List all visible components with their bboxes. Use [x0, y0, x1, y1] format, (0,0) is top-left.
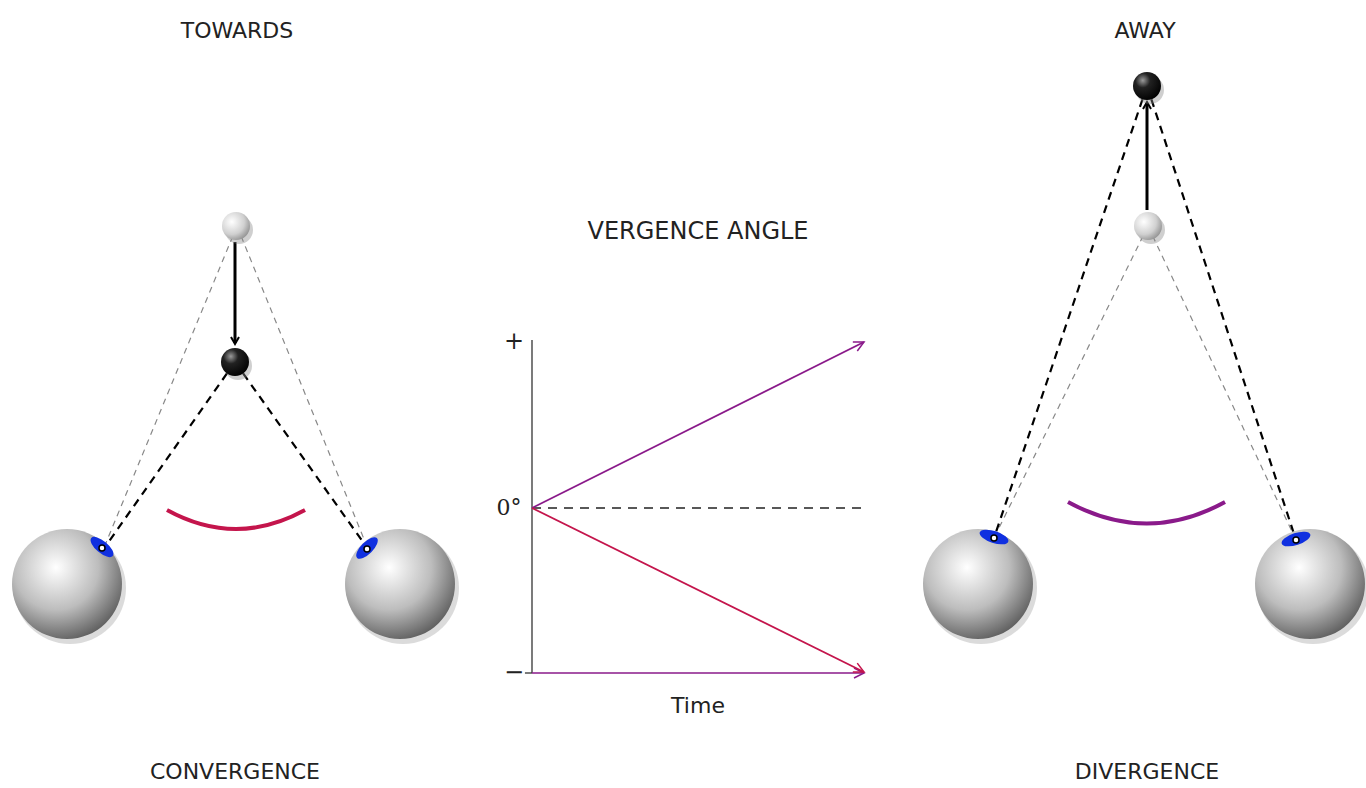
motion-arrow: [1146, 103, 1149, 210]
axis-label: Time: [671, 695, 725, 717]
vergence-graph: [505, 340, 866, 673]
y-axis: [531, 340, 532, 673]
start-target: [1134, 212, 1162, 240]
old-sightline: [1148, 226, 1296, 540]
pupil: [364, 546, 370, 552]
vergence-arc: [167, 510, 305, 529]
old-sightline: [103, 226, 237, 550]
divergence-line: [532, 342, 864, 508]
graph-title: VERGENCE ANGLE: [587, 219, 808, 243]
new-sightline: [1147, 86, 1296, 540]
direction-heading: AWAY: [1114, 20, 1175, 42]
iris: [978, 527, 1010, 548]
new-sightline: [235, 362, 368, 549]
axis-tick-label: +: [503, 329, 525, 353]
vergence-arc: [1068, 502, 1225, 524]
pupil: [99, 545, 105, 551]
new-sightline: [994, 86, 1147, 538]
eyeball: [12, 529, 122, 639]
eyeball: [345, 529, 455, 639]
zero-line: [532, 507, 866, 508]
eyeball: [1255, 529, 1365, 639]
start-target: [222, 212, 250, 240]
new-sightline: [103, 362, 235, 550]
pupil: [991, 535, 997, 541]
axis-tick-label: 0°: [496, 497, 523, 519]
old-sightline: [994, 226, 1148, 538]
iris: [87, 533, 116, 560]
convergence-line: [532, 508, 864, 672]
eyeball: [923, 529, 1033, 639]
divergence-figure: [923, 72, 1366, 644]
iris: [353, 534, 381, 562]
motion-arrow: [234, 242, 237, 343]
iris: [1280, 529, 1312, 550]
convergence-figure: [12, 212, 459, 644]
figure-caption: DIVERGENCE: [1075, 761, 1219, 783]
end-target: [1133, 72, 1161, 100]
direction-heading: TOWARDS: [181, 20, 294, 42]
pupil: [1293, 537, 1299, 543]
x-axis: [532, 672, 864, 673]
old-sightline: [237, 226, 368, 549]
figure-caption: CONVERGENCE: [150, 761, 320, 783]
axis-tick-label: −: [503, 660, 525, 684]
end-target: [221, 348, 249, 376]
